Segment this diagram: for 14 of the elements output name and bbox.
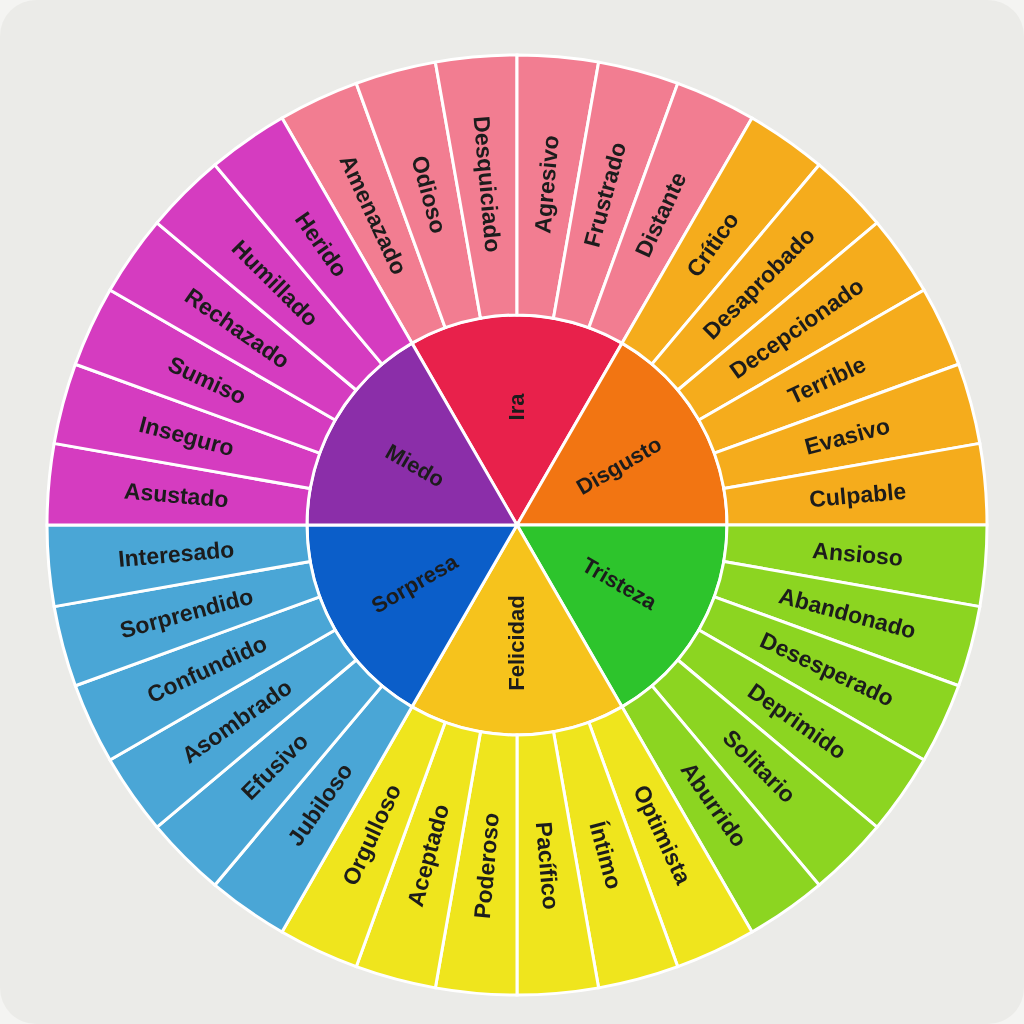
emotion-label: Ansioso [811,538,904,572]
emotion-label: Poderoso [469,811,505,920]
emotion-label: Agresivo [529,134,564,235]
emotion-label: Inseguro [136,411,237,462]
emotion-label: Ira [504,393,530,421]
emotion-label: Desquiciado [468,115,506,254]
emotion-label: Felicidad [504,595,530,691]
emotion-label: Interesado [117,537,236,573]
emotion-label: Culpable [808,478,908,512]
emotion-label: Evasivo [802,413,893,460]
emotion-label: Pacífico [530,820,564,911]
emotion-label: Íntimo [584,818,627,892]
emotion-label: Odioso [406,153,451,237]
emotion-label: Asustado [123,478,230,513]
